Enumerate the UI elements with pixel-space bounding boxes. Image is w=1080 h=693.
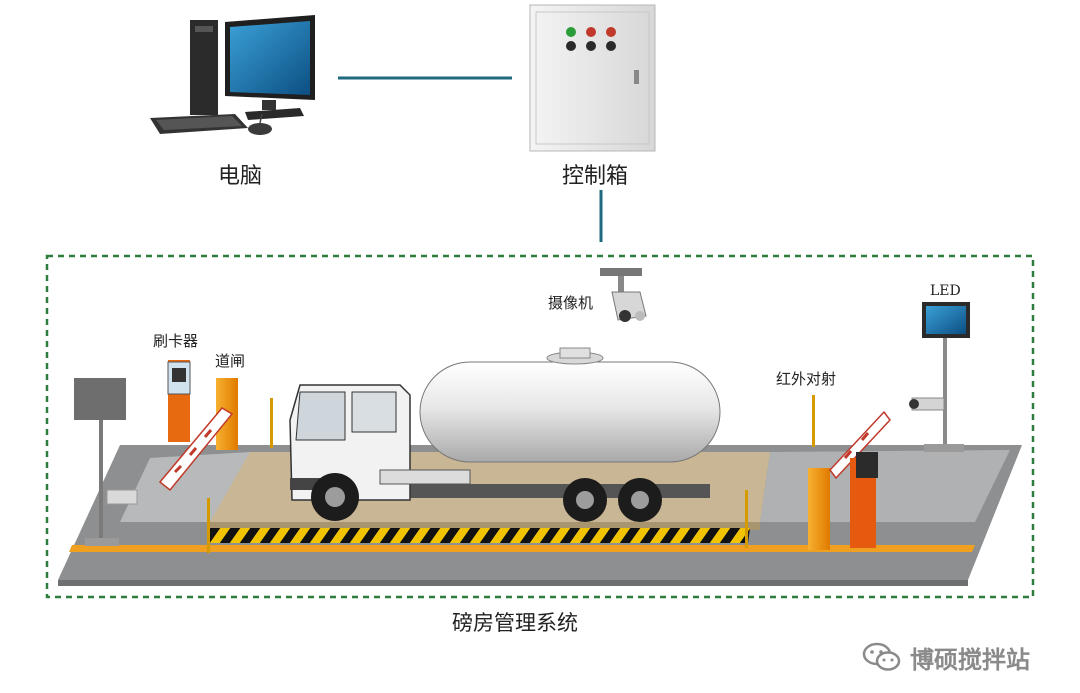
barrier-gate-right	[808, 410, 891, 550]
watermark-text: 博硕搅拌站	[910, 645, 1030, 674]
system-label: 磅房管理系统	[452, 611, 578, 635]
infrared-posts	[207, 395, 815, 553]
camera-right-icon	[909, 397, 945, 411]
card-reader-post-left	[74, 378, 138, 546]
computer-label: 电脑	[218, 164, 263, 189]
system-frame	[45, 254, 1035, 599]
wechat-icon	[862, 642, 901, 671]
control-box-icon	[529, 4, 656, 152]
tanker-truck-icon	[289, 347, 721, 522]
watermark: 博硕搅拌站	[862, 640, 1030, 674]
camera-top-icon	[600, 268, 647, 322]
camera-top-label: 摄像机	[548, 294, 594, 312]
card-reader-label: 刷卡器	[153, 332, 199, 350]
barrier-gate-left	[158, 378, 238, 492]
infrared-label: 红外对射	[776, 370, 837, 388]
control-box-label: 控制箱	[562, 164, 629, 189]
computer-icon	[150, 15, 315, 135]
led-display-icon	[922, 302, 970, 452]
card-reader-icon	[167, 360, 191, 442]
led-label: LED	[930, 283, 961, 299]
barrier-gate-label: 道闸	[215, 352, 246, 370]
